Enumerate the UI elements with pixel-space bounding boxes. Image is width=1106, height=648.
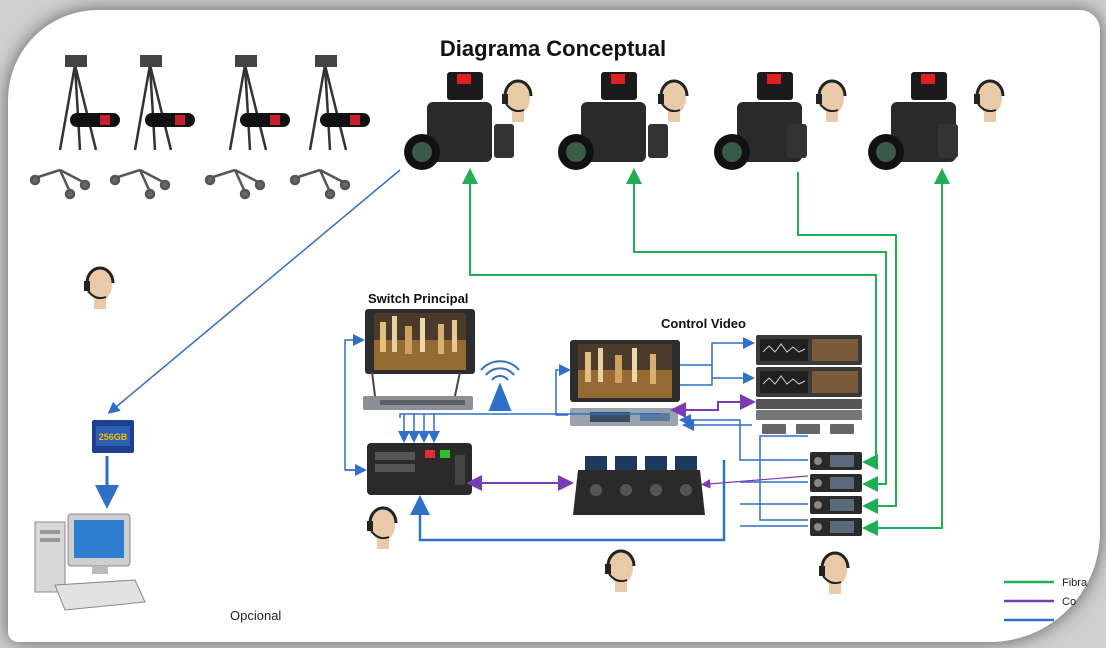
memory-card-label: 256GB [99,432,128,442]
control-connections [466,394,809,491]
opcional-label: Opcional [230,608,282,623]
memory-card-icon: 256GB [92,420,134,453]
dolly-icon [29,168,351,200]
switch-principal-label: Switch Principal [368,291,469,306]
router-icon [363,371,473,410]
video-connections [95,169,808,542]
monitor-icon [756,335,862,397]
switcher-icon [367,443,472,495]
fibre-connections [462,168,950,536]
router-icon [756,399,862,434]
legend-label-fibra: Fibra [1062,577,1088,589]
monitor-icon [570,340,680,402]
camera-icon [404,72,958,170]
controller-icon [573,456,705,515]
control-video-label: Control Video [661,316,746,331]
headset-icon [84,79,1005,594]
wireless-icon [480,360,520,411]
monitor-icon [365,309,475,374]
ccu-icon [810,452,862,536]
legend: Fibra Co [1004,577,1088,622]
router-icon [570,408,678,426]
page-title: Diagrama Conceptual [439,36,667,61]
tripod-icon [58,55,370,151]
computer-icon [34,513,146,611]
legend-label-control: Co [1062,596,1076,608]
